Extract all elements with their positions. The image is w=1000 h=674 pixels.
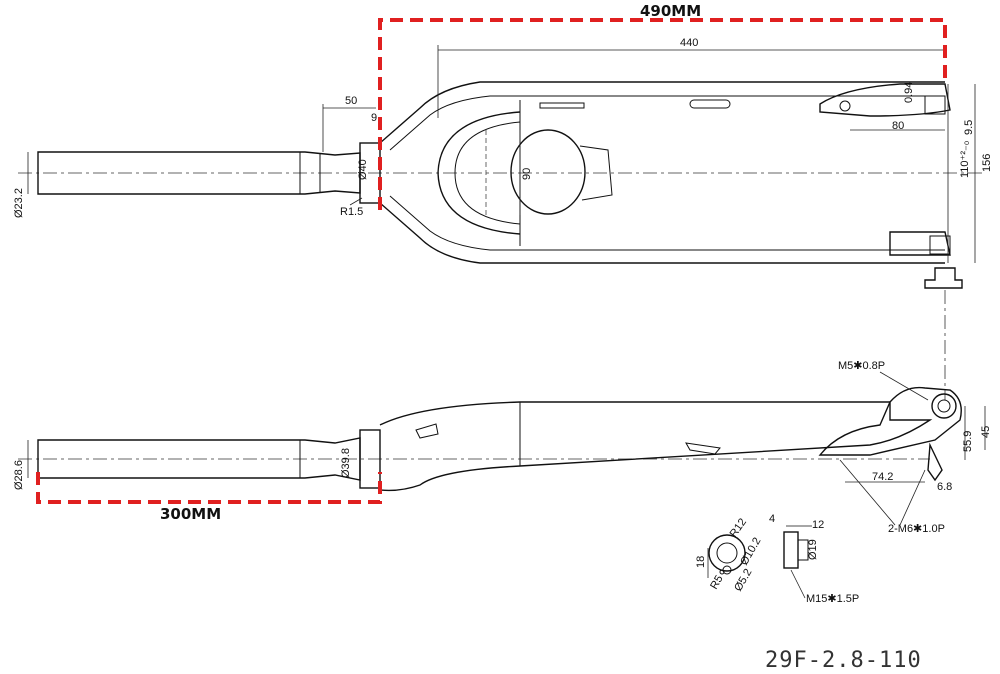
- top-view: 440 50 9 Ø40 R1.5 Ø23.2 90 0.94 9.5 80 1…: [13, 2, 993, 400]
- dim-9-text: 9: [371, 112, 377, 124]
- dim-102-text: Ø10.2: [738, 536, 763, 568]
- highlight-490-outline: [378, 18, 947, 210]
- dim-110-text: 110⁺²₋₀: [959, 141, 971, 178]
- detail-outer-circle: [708, 534, 746, 572]
- top-crown-arch: [437, 111, 521, 235]
- axle-insert-detail: 18 R12 Ø10.2 R5 Ø5.2 4 12 Ø19 M15✱1.5P: [695, 513, 859, 605]
- dim-156-text: 156: [981, 154, 993, 172]
- top-axle-block-lower: [929, 235, 951, 255]
- dim-m5-text: M5✱0.8P: [838, 360, 885, 372]
- dim-19-text: Ø19: [807, 539, 819, 560]
- detail-bolt-shank: [797, 539, 809, 561]
- side-view: M5✱0.8P Ø28.6 Ø39.8 55.9 45 74.2 6.8 2-M…: [13, 360, 992, 535]
- top-crown-block: [359, 142, 381, 204]
- side-axle-hole: [931, 393, 957, 419]
- highlight-300-outline: [36, 472, 382, 504]
- dim-45-text: 45: [980, 426, 992, 438]
- side-crown-cup: [359, 429, 381, 489]
- dim-m6-leader-a: [839, 459, 896, 526]
- top-slot-a: [539, 102, 585, 109]
- dim-232-text: Ø23.2: [13, 188, 25, 218]
- top-crown-arch-inner: [454, 121, 521, 225]
- top-dropout-lower: [889, 231, 951, 256]
- dim-742-text: 74.2: [872, 471, 893, 483]
- top-dropout-upper: [819, 83, 951, 117]
- side-cable-guide: [685, 442, 721, 455]
- dim-80-text: 80: [892, 120, 904, 132]
- dim-286-text: Ø28.6: [13, 460, 25, 490]
- dim-90-text: 90: [521, 168, 533, 180]
- dim-18-text: 18: [695, 556, 707, 568]
- dim-398-text: Ø39.8: [340, 448, 352, 478]
- dim-40-text: Ø40: [357, 159, 369, 180]
- dim-50-text: 50: [345, 95, 357, 107]
- detail-small-hole-b: [719, 569, 725, 575]
- dim-559-text: 55.9: [962, 431, 974, 452]
- dim-4-text: 4: [769, 513, 775, 525]
- top-blade-upper-outer: [379, 81, 945, 144]
- dim-m15-text: M15✱1.5P: [806, 593, 859, 605]
- side-crown-blade: [379, 401, 933, 492]
- top-axle-nut: [924, 267, 963, 289]
- dim-52-text: Ø5.2: [732, 567, 754, 594]
- model-number: 29F-2.8-110: [765, 648, 922, 673]
- top-axle-block-upper: [924, 95, 946, 115]
- dim-m5-leader: [879, 371, 929, 401]
- dim-68-text: 6.8: [937, 481, 952, 493]
- top-blade-lower-inner: [389, 195, 945, 251]
- top-blade-lower-outer: [379, 202, 945, 264]
- dim-r5-text: R5: [708, 573, 725, 591]
- dim-094-text: 0.94: [903, 82, 915, 103]
- top-brake-mount-outline: [579, 145, 613, 201]
- dim-m6-text: 2-M6✱1.0P: [888, 523, 945, 535]
- side-axle-inner: [937, 399, 951, 413]
- highlight-490-label: 490MM: [640, 2, 701, 20]
- dim-440-text: 440: [680, 37, 698, 49]
- dim-12-text: 12: [812, 519, 824, 531]
- top-dropout-bolt: [839, 100, 851, 112]
- dim-95-text: 9.5: [963, 120, 975, 135]
- top-tire-clearance: [510, 129, 586, 215]
- highlight-300-label: 300MM: [160, 505, 221, 523]
- side-dropout: [818, 386, 962, 456]
- dim-r15-leader: [349, 197, 363, 206]
- side-cable-port: [415, 423, 439, 439]
- detail-inner-circle: [716, 542, 738, 564]
- detail-bolt-head: [783, 531, 799, 569]
- top-slot-b: [689, 99, 731, 109]
- dim-r12-text: R12: [728, 516, 749, 539]
- dim-m15-leader: [790, 569, 806, 599]
- side-brake-tab: [927, 442, 943, 482]
- dim-m6-leader-b: [899, 469, 926, 526]
- dim-r15-text: R1.5: [340, 206, 363, 218]
- top-blade-upper-inner: [389, 95, 945, 151]
